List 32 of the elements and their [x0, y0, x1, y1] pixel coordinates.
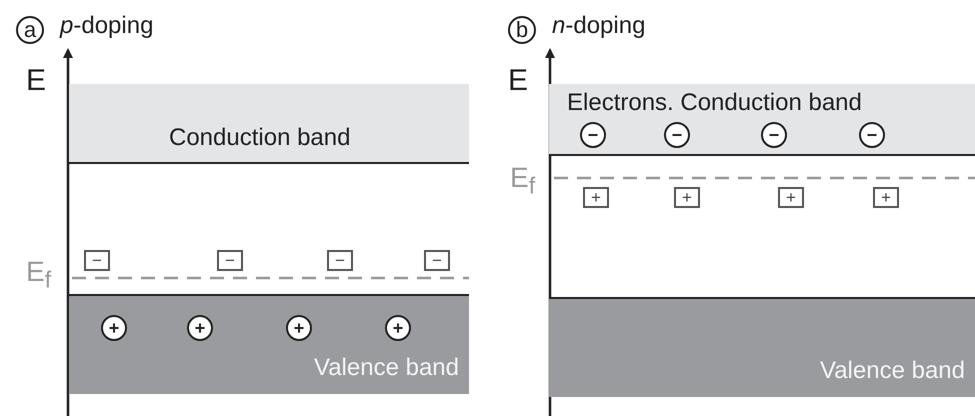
axis-label: E: [508, 64, 528, 98]
band-label: Conduction band: [169, 124, 350, 152]
charge-carrier-marker: −: [664, 122, 690, 148]
ion-marker: −: [327, 250, 353, 271]
axis-label: E: [26, 64, 46, 98]
charge-carrier-marker: −: [580, 122, 606, 148]
ion-marker: −: [217, 250, 243, 271]
charge-carrier-marker: +: [101, 315, 127, 341]
band-label: Electrons. Conduction band: [567, 89, 862, 117]
charge-carrier-marker: +: [187, 315, 213, 341]
fermi-level-label: E$_{f}$: [510, 162, 536, 200]
charge-carrier-marker: +: [385, 315, 411, 341]
ion-marker: −: [84, 250, 110, 271]
ion-marker: +: [674, 187, 700, 208]
ion-marker: +: [778, 187, 804, 208]
valence-band: [549, 297, 975, 397]
ion-marker: +: [873, 187, 899, 208]
charge-carrier-marker: −: [761, 122, 787, 148]
charge-carrier-marker: −: [859, 122, 885, 148]
conduction-band: [69, 84, 469, 164]
valence-band: [69, 294, 469, 394]
ion-marker: +: [583, 187, 609, 208]
panel-title: p-doping: [60, 12, 154, 40]
panel-marker: b: [508, 16, 536, 44]
charge-carrier-marker: +: [286, 315, 312, 341]
fermi-level-label: E$_{f}$: [26, 256, 52, 294]
panel-title: n-doping: [552, 12, 646, 40]
conduction-band: [549, 84, 975, 156]
ion-marker: −: [424, 250, 450, 271]
band-label: Valence band: [820, 357, 965, 385]
panel-marker: a: [16, 16, 44, 44]
band-label: Valence band: [314, 354, 459, 382]
